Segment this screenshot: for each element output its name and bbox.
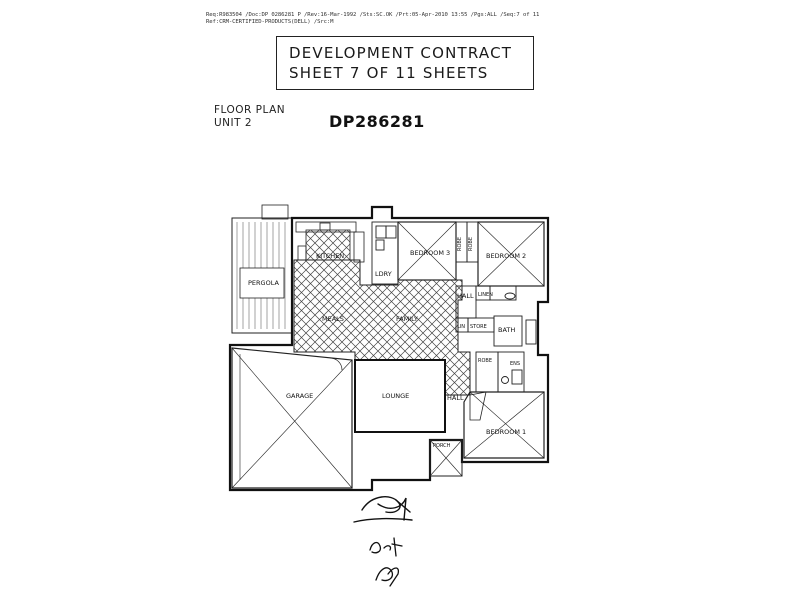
document-header-line-1: Req:R983504 /Doc:DP 0286281 P /Rev:16-Ma… (206, 12, 540, 18)
room-label-store: STORE (470, 324, 487, 330)
hall-bath-zone (455, 285, 537, 347)
room-label-ldry: LDRY (375, 270, 392, 278)
room-label-porch: PORCH (433, 443, 451, 449)
room-label-meals: MEALS (322, 315, 344, 323)
room-label-linen: LINEN (478, 292, 493, 298)
floor-plan-label: FLOOR PLAN (214, 104, 286, 116)
unit-label: UNIT 2 (214, 117, 253, 129)
bedroom-1 (463, 391, 545, 459)
room-label-lin: LIN (457, 324, 465, 330)
title-line-1: DEVELOPMENT CONTRACT (289, 44, 513, 62)
porch (429, 439, 463, 477)
signature-2 (369, 537, 403, 557)
title-line-2: SHEET 7 OF 11 SHEETS (289, 64, 489, 82)
room-label-hall-lower: HALL (447, 394, 464, 402)
house-walls (228, 205, 550, 492)
room-label-bath: BATH (498, 326, 515, 334)
pergola (231, 204, 293, 334)
room-label-family: FAMILY (396, 315, 418, 323)
plan-number: DP286281 (329, 112, 425, 131)
document-header-line-2: Ref:CRM-CERTIFIED-PRODUCTS(DELL) /Src:M (206, 19, 334, 25)
room-label-lounge: LOUNGE (382, 392, 409, 400)
room-label-pergola: PERGOLA (248, 279, 279, 287)
room-label-robe-b: ROBE (468, 237, 474, 251)
bedroom-2 (477, 221, 545, 287)
garage (231, 347, 353, 489)
room-label-bedroom-1: BEDROOM 1 (486, 428, 526, 436)
signature-1 (353, 496, 413, 523)
room-label-bedroom-2: BEDROOM 2 (486, 252, 526, 260)
room-label-bedroom-3: BEDROOM 3 (410, 249, 450, 257)
lounge (354, 359, 446, 433)
room-label-garage: GARAGE (286, 392, 313, 400)
lower-hall (469, 391, 487, 421)
room-label-ens: ENS (510, 361, 520, 367)
room-label-hall-upper: HALL (457, 292, 474, 300)
room-label-kitchen: KITCHEN (316, 252, 344, 260)
tiled-living-area (293, 229, 471, 396)
sheet-title-box: DEVELOPMENT CONTRACT SHEET 7 OF 11 SHEET… (276, 36, 534, 90)
room-label-robe-a: ROBE (457, 237, 463, 251)
room-label-robe-c: ROBE (478, 358, 492, 364)
signature-3 (375, 567, 400, 587)
kitchen-fixtures (295, 221, 365, 263)
